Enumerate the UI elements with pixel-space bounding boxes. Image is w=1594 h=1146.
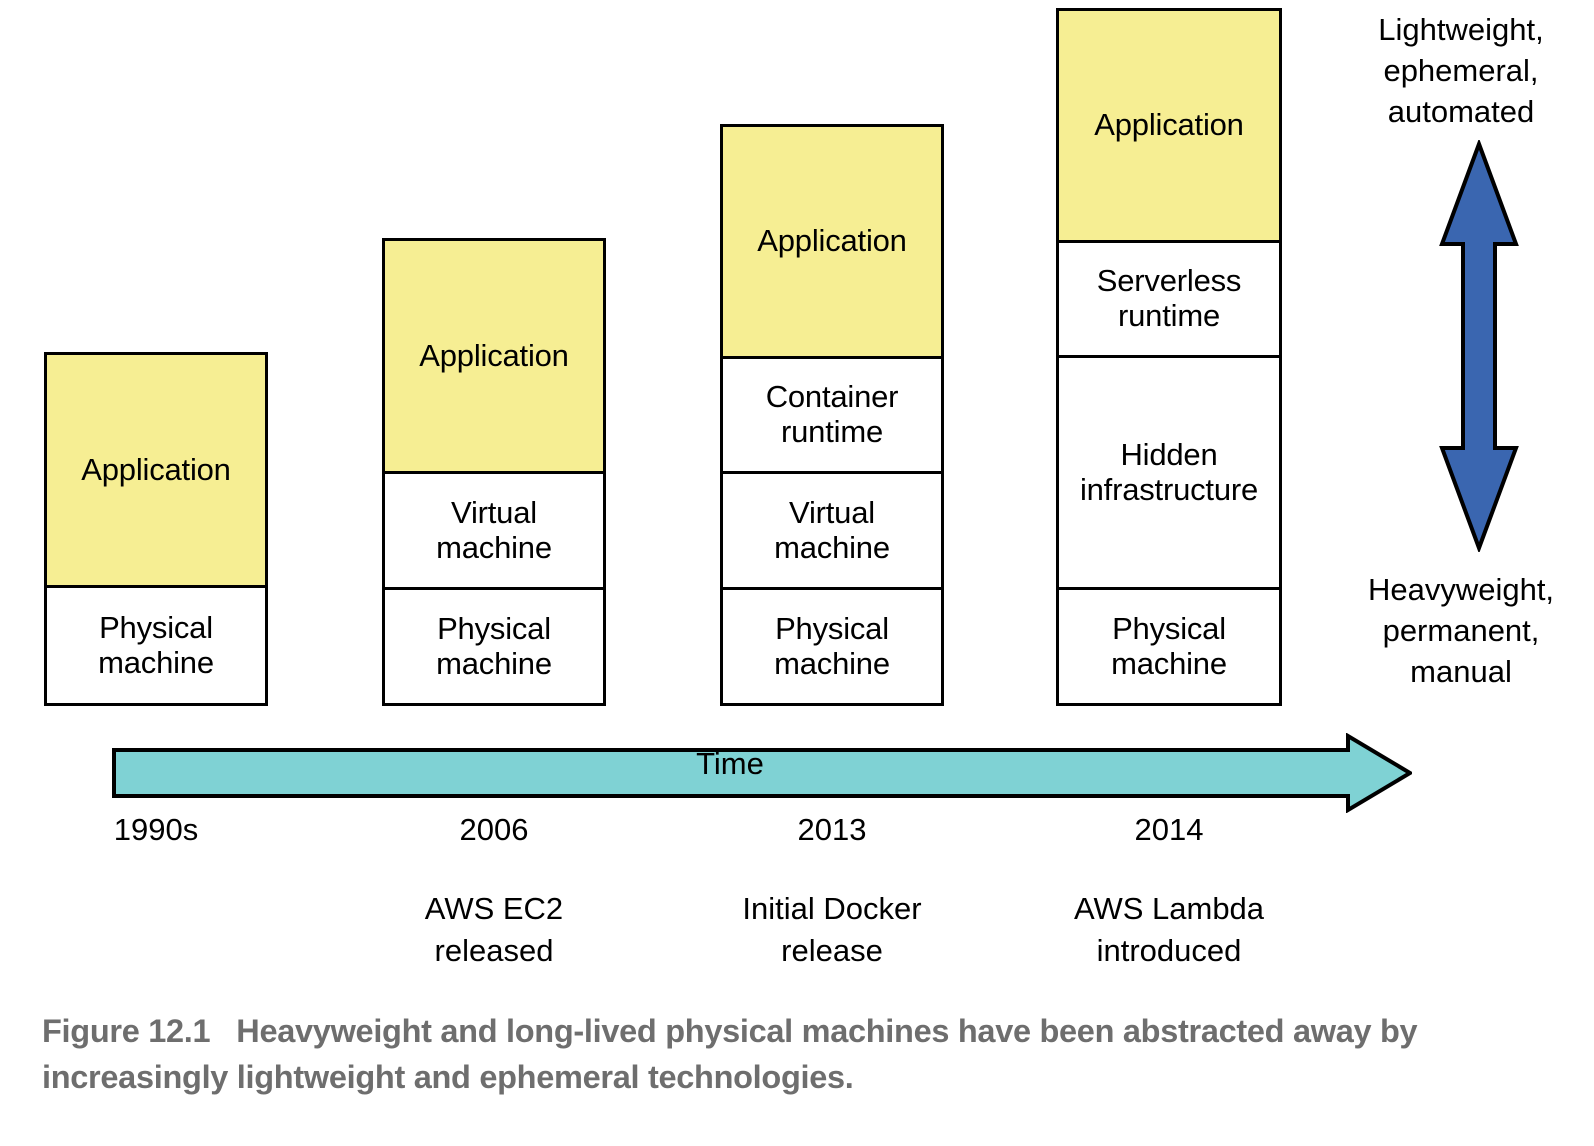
- layer-serverless-runtime: Serverless runtime: [1056, 243, 1282, 358]
- layer-label-line2: infrastructure: [1079, 471, 1259, 507]
- layer-label: Physical machine: [1107, 610, 1231, 681]
- event-label-line1: AWS Lambda: [1073, 891, 1265, 926]
- layer-label-line2: machine: [98, 644, 214, 680]
- axis-label-heavyweight: Heavyweight, permanent, manual: [1326, 570, 1594, 693]
- layer-label-line2: machine: [774, 529, 890, 565]
- event-label-line1: Initial Docker: [742, 891, 922, 926]
- layer-label-line2: runtime: [781, 414, 883, 449]
- time-axis-arrow: [112, 733, 1412, 813]
- layer-label-line2: runtime: [1118, 298, 1220, 333]
- layer-label-line1: Physical: [437, 610, 551, 646]
- layer-label-line1: Physical: [1112, 610, 1226, 646]
- layer-label: Application: [757, 223, 907, 259]
- axis-label-line1: Lightweight,: [1378, 12, 1544, 47]
- event-label-line2: released: [434, 932, 554, 968]
- layer-label-line2: machine: [436, 645, 552, 681]
- layer-label-line1: Physical: [775, 610, 889, 646]
- layer-label: Physical machine: [94, 609, 218, 680]
- layer-label: Physical machine: [432, 610, 556, 681]
- layer-label: Physical machine: [770, 610, 894, 681]
- event-label-line2: introduced: [1096, 932, 1242, 968]
- layer-label: Container runtime: [762, 379, 903, 449]
- layer-label: Virtual machine: [432, 494, 556, 565]
- layer-application: Application: [720, 124, 944, 359]
- stack-column-2013: Application Container runtime Virtual ma…: [720, 124, 944, 706]
- layer-application: Application: [44, 352, 268, 588]
- event-label-2014: AWS Lambda introduced: [1019, 888, 1319, 972]
- layer-label: Virtual machine: [770, 494, 894, 565]
- layer-label: Serverless runtime: [1093, 263, 1245, 333]
- abstraction-double-arrow-icon: [1438, 140, 1520, 552]
- event-label-line2: release: [781, 932, 883, 968]
- layer-physical-machine: Physical machine: [1056, 590, 1282, 706]
- year-label-2014: 2014: [1134, 812, 1204, 847]
- layer-label-line1: Container: [765, 379, 899, 415]
- figure-caption-text: Heavyweight and long-lived physical mach…: [42, 1013, 1418, 1096]
- layer-virtual-machine: Virtual machine: [720, 474, 944, 590]
- layer-label: Application: [81, 451, 231, 487]
- layer-label-line2: machine: [1111, 645, 1227, 681]
- layer-hidden-infrastructure: Hidden infrastructure: [1056, 358, 1282, 590]
- layer-label-line1: Serverless: [1096, 263, 1242, 299]
- axis-label-line3: manual: [1410, 653, 1512, 689]
- layer-label: Application: [419, 337, 569, 373]
- axis-label-line2: ephemeral,: [1383, 52, 1539, 88]
- stack-column-2006: Application Virtual machine Physical mac…: [382, 238, 606, 706]
- layer-physical-machine: Physical machine: [44, 588, 268, 706]
- axis-label-line3: automated: [1387, 93, 1535, 129]
- layer-label: Hidden infrastructure: [1076, 436, 1262, 507]
- year-label-1990s: 1990s: [113, 812, 199, 847]
- axis-label-lightweight: Lightweight, ephemeral, automated: [1326, 10, 1594, 133]
- layer-label-line2: machine: [436, 529, 552, 565]
- layer-label-line1: Virtual: [789, 494, 875, 530]
- layer-physical-machine: Physical machine: [720, 590, 944, 706]
- event-label-line1: AWS EC2: [424, 891, 564, 926]
- layer-label: Application: [1094, 107, 1244, 143]
- year-label-2013: 2013: [797, 812, 867, 847]
- event-label-2006: AWS EC2 released: [344, 888, 644, 972]
- layer-physical-machine: Physical machine: [382, 590, 606, 706]
- figure-number: Figure 12.1: [42, 1013, 211, 1049]
- stack-column-1990s: Application Physical machine: [44, 352, 268, 706]
- layer-container-runtime: Container runtime: [720, 359, 944, 474]
- layer-label-line1: Hidden: [1120, 436, 1218, 472]
- layer-label-line1: Virtual: [451, 494, 537, 530]
- event-label-2013: Initial Docker release: [682, 888, 982, 972]
- year-label-2006: 2006: [459, 812, 529, 847]
- layer-label-line1: Physical: [99, 609, 213, 645]
- axis-label-line2: permanent,: [1382, 612, 1540, 648]
- stack-column-2014: Application Serverless runtime Hidden in…: [1056, 8, 1282, 706]
- layer-label-line2: machine: [774, 645, 890, 681]
- layer-application: Application: [1056, 8, 1282, 243]
- layer-application: Application: [382, 238, 606, 474]
- axis-label-line1: Heavyweight,: [1367, 572, 1555, 607]
- layer-virtual-machine: Virtual machine: [382, 474, 606, 590]
